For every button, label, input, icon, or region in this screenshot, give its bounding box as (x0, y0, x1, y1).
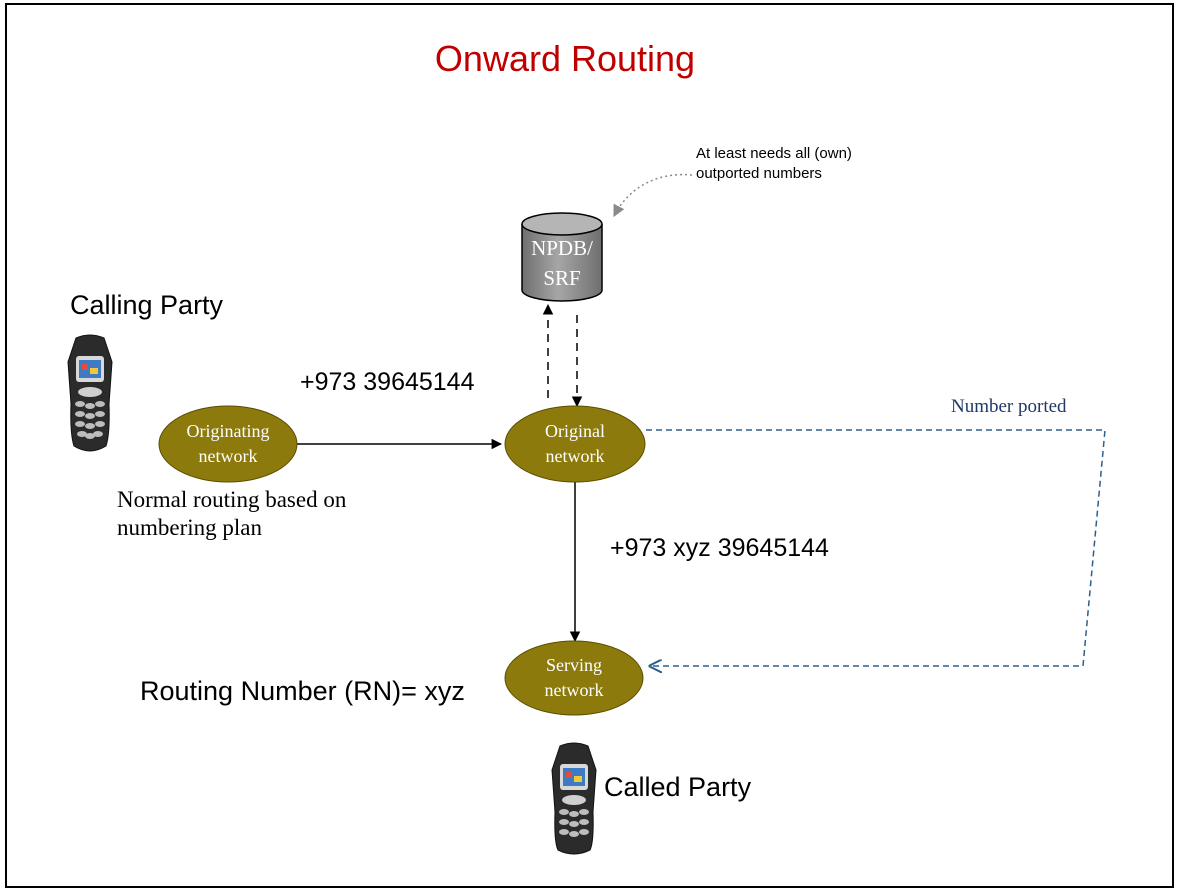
database-label-line1: NPDB/ (531, 236, 593, 260)
npdb-srf-database: NPDB/ SRF (521, 212, 603, 302)
original-label-line1: Original (545, 421, 605, 441)
mobile-phone-icon (67, 334, 113, 452)
originating-label-line2: network (199, 446, 258, 466)
routed-number-label: +973 xyz 39645144 (610, 534, 829, 562)
serving-label-line1: Serving (546, 655, 602, 675)
number-ported-path (646, 429, 1106, 666)
routing-number-label: Routing Number (RN)= xyz (140, 676, 465, 706)
original-network-node: Original network (504, 405, 646, 483)
originating-label-line1: Originating (187, 421, 270, 441)
normal-routing-note: Normal routing based on numbering plan (117, 487, 347, 540)
original-label-line2: network (546, 446, 605, 466)
number-ported-label: Number ported (951, 396, 1067, 417)
mobile-phone-icon (551, 742, 597, 855)
dialed-number-label: +973 39645144 (300, 368, 475, 396)
slide-title: Onward Routing (434, 38, 696, 79)
serving-network-node: Serving network (504, 640, 644, 716)
called-party-label: Called Party (604, 772, 752, 802)
serving-label-line2: network (545, 680, 604, 700)
originating-network-node: Originating network (158, 405, 298, 483)
calling-party-label: Calling Party (70, 290, 224, 320)
annotation-pointer (613, 173, 693, 218)
database-label-line2: SRF (543, 266, 580, 290)
annotation-note: At least needs all (own) outported numbe… (696, 145, 852, 182)
